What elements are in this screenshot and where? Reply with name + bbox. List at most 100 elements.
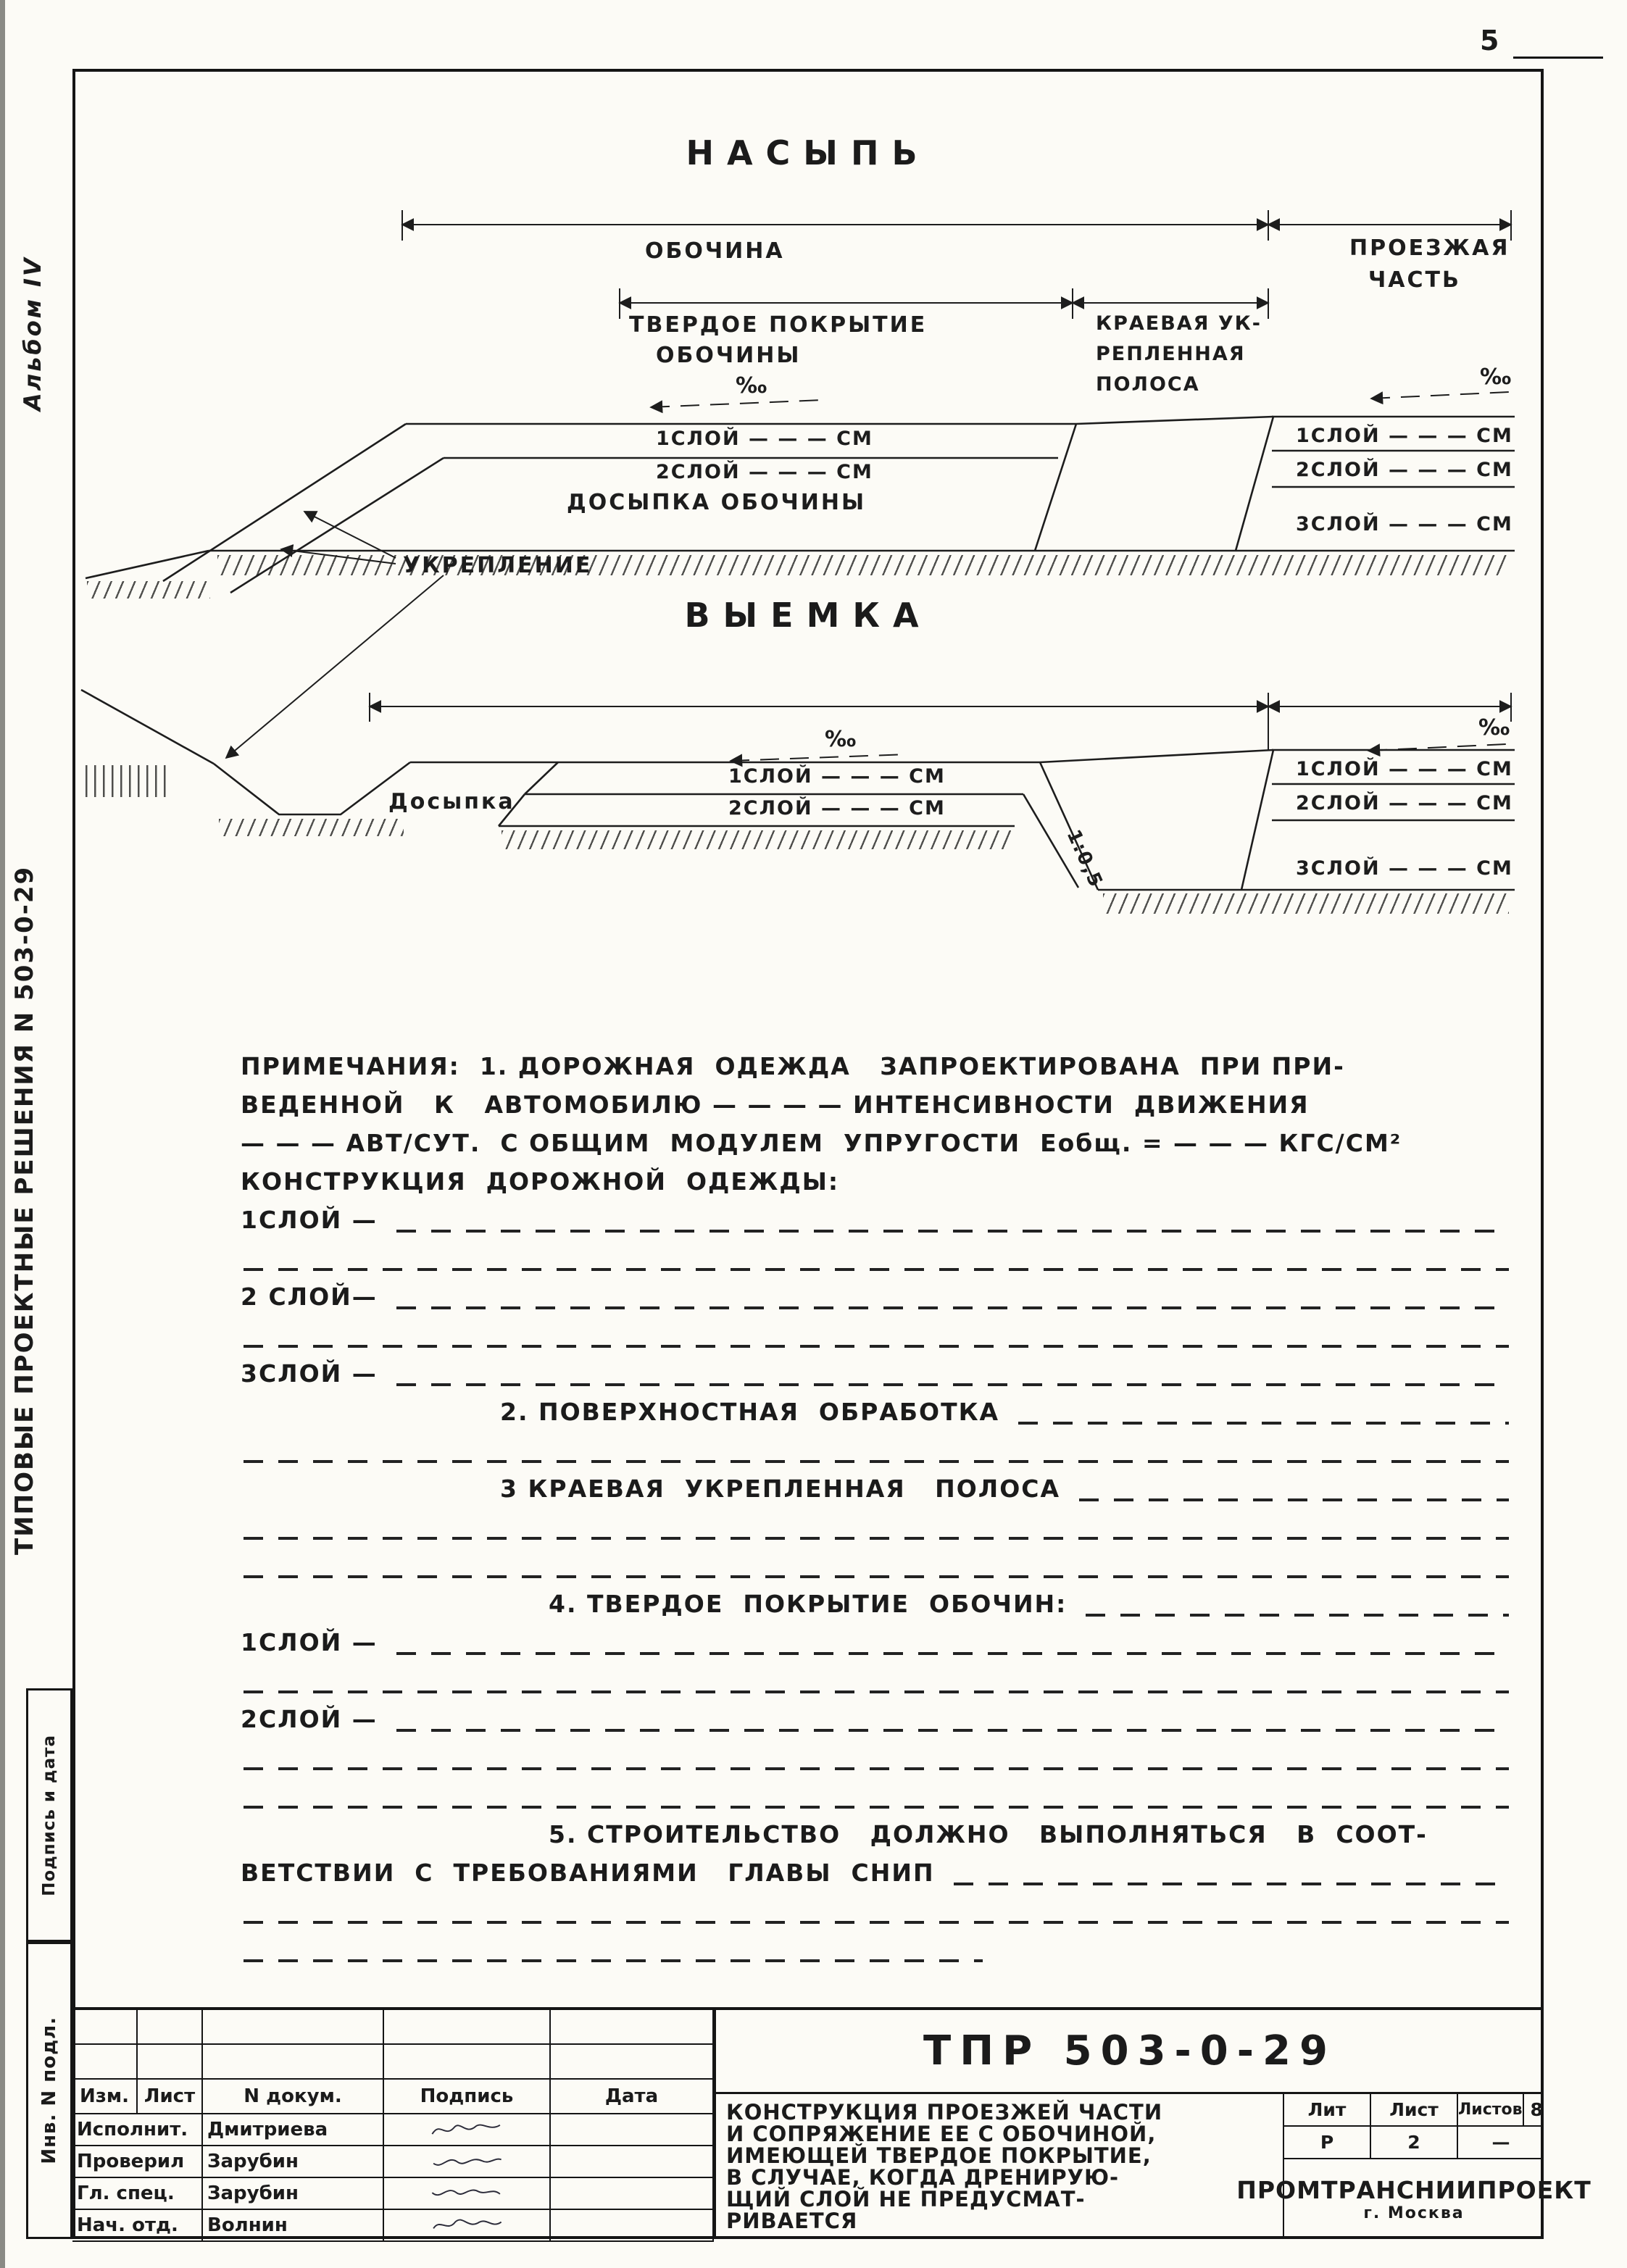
lit-list-table: Лит Лист Листов 8 Р 2 — <box>1283 2094 1544 2159</box>
row-date <box>551 2146 714 2178</box>
signature-date-box: Подпись и дата <box>26 1688 72 1942</box>
d1-edge-strip-label-3: ПОЛОСА <box>1096 373 1200 396</box>
empty-cell <box>203 2045 384 2080</box>
note-line: ПРИМЕЧАНИЯ: 1. ДОРОЖНАЯ ОДЕЖДА ЗАПРОЕКТИ… <box>241 1052 1345 1080</box>
document-code: ТПР 503-0-29 <box>714 2007 1544 2094</box>
note-line: — — — АВТ/СУТ. С ОБЩИМ МОДУЛЕМ УПРУГОСТИ… <box>241 1129 1402 1157</box>
d2-section-lines <box>80 688 1515 891</box>
description-line: И СОПРЯЖЕНИЕ ЕЕ С ОБОЧИНОЙ, <box>726 2122 1157 2146</box>
d2-shoulder-layer2-label: 2СЛОЙ — — — СМ <box>728 796 946 820</box>
blank-line <box>244 1345 1509 1348</box>
d2-dosypka-label: Досыпка <box>388 789 515 814</box>
row-signature <box>384 2146 551 2178</box>
description-line: РИВАЕТСЯ <box>726 2209 858 2233</box>
blank-line <box>396 1652 1509 1655</box>
blank-line <box>244 1921 1509 1924</box>
blank-line <box>953 1883 1509 1885</box>
blank-line <box>396 1729 1509 1732</box>
ground-hatch-d2-center <box>502 830 1012 849</box>
d2-slope-dash-right <box>1367 743 1507 757</box>
note-line: ВЕТСТВИИ С ТРЕБОВАНИЯМИ ГЛАВЫ СНИП <box>241 1859 1515 1897</box>
blank-line <box>244 1575 1509 1578</box>
note-line: 2 СЛОЙ— <box>241 1283 1515 1321</box>
ground-hatch-d1-left <box>87 581 210 599</box>
header-list: Лист <box>138 2080 203 2114</box>
page-number-underline <box>1513 57 1603 59</box>
empty-cell <box>72 2045 138 2080</box>
blank-line <box>396 1230 1509 1233</box>
empty-cell <box>384 2045 551 2080</box>
empty-cell <box>203 2010 384 2045</box>
note-line: 2. ПОВЕРХНОСТНАЯ ОБРАБОТКА <box>241 1398 1515 1436</box>
ground-hatch-d2-right <box>1103 893 1509 914</box>
d2-slope-dash-center <box>729 754 908 767</box>
page-number: 5 <box>1480 25 1499 57</box>
d1-permille-right: ‰ <box>1480 364 1511 390</box>
row-signature <box>384 2210 551 2242</box>
description-line: ЩИЙ СЛОЙ НЕ ПРЕДУСМАТ- <box>726 2187 1086 2211</box>
d1-section-lines <box>85 415 1515 594</box>
note-line <box>241 1513 1515 1551</box>
note-line: 1СЛОЙ — <box>241 1206 1515 1244</box>
note-line: 3 КРАЕВАЯ УКРЕПЛЕННАЯ ПОЛОСА <box>241 1475 1515 1513</box>
d1-dosypka-label: ДОСЫПКА ОБОЧИНЫ <box>567 490 866 515</box>
signature-scribble <box>431 2124 501 2135</box>
d2-slope-ratio-label: 1:0,5 <box>1062 827 1107 891</box>
note-line <box>241 1897 1515 1935</box>
ground-hatch-d2-ditch <box>219 819 404 836</box>
blank-line <box>396 1383 1509 1386</box>
blank-line <box>396 1306 1509 1309</box>
blank-line <box>1086 1614 1509 1617</box>
d1-hard-cover-label-1: ТВЕРДОЕ ПОКРЫТИЕ <box>629 312 927 338</box>
d1-roadway-label-2: ЧАСТЬ <box>1368 267 1461 293</box>
d1-hard-cover-label-2: ОБОЧИНЫ <box>656 343 801 368</box>
organization-name: ПРОМТРАНСНИИПРОЕКТ <box>1236 2176 1591 2204</box>
d1-roadway-label-1: ПРОЕЗЖАЯ <box>1349 235 1510 261</box>
note-line <box>241 1935 1515 1974</box>
blank-line <box>244 1767 1509 1770</box>
empty-cell <box>384 2010 551 2045</box>
cutting-title: ВЫЕМКА <box>684 596 932 635</box>
note-line <box>241 1743 1515 1782</box>
blank-line <box>244 1537 1509 1540</box>
note-line <box>241 1436 1515 1475</box>
row-role: Исполнит. <box>72 2114 203 2146</box>
note-line <box>241 1551 1515 1590</box>
inventory-label: Инв. N подл. <box>38 2017 60 2164</box>
d1-roadway-layer3-label: 3СЛОЙ — — — СМ <box>1296 512 1513 535</box>
row-role: Проверил <box>72 2146 203 2178</box>
d2-dimension-lines <box>368 693 1512 750</box>
ukreplenie-leaders <box>225 511 444 759</box>
note-line <box>241 1667 1515 1705</box>
signature-scribble <box>431 2189 501 2196</box>
row-role: Нач. отд. <box>72 2210 203 2242</box>
blank-line <box>244 1460 1509 1463</box>
list-value: 2 <box>1370 2127 1457 2159</box>
d2-shoulder-layer1-label: 1СЛОЙ — — — СМ <box>728 764 946 788</box>
d2-permille-center: ‰ <box>825 727 856 752</box>
d1-shoulder-layer1-label: 1СЛОЙ — — — СМ <box>656 427 873 450</box>
signature-date-label: Подпись и дата <box>40 1734 59 1896</box>
scan-spine <box>0 0 5 2268</box>
d1-roadway-layer2-label: 2СЛОЙ — — — СМ <box>1296 458 1513 481</box>
note-line: 1СЛОЙ — <box>241 1628 1515 1667</box>
d1-slope-dash-left <box>649 399 823 414</box>
listov-label: Листов <box>1458 2101 1523 2119</box>
row-date <box>551 2210 714 2242</box>
description-line: В СЛУЧАЕ, КОГДА ДРЕНИРУЮ- <box>726 2165 1120 2190</box>
sheets-total: 8 <box>1522 2094 1549 2125</box>
d1-roadway-layer1-label: 1СЛОЙ — — — СМ <box>1296 424 1513 447</box>
row-name: Зарубин <box>203 2178 384 2210</box>
header-data: Дата <box>551 2080 714 2114</box>
ground-hatch-d1 <box>217 555 1507 575</box>
blank-line <box>1018 1422 1509 1425</box>
organization-block: ПРОМТРАНСНИИПРОЕКТ г. Москва <box>1236 2159 1591 2239</box>
d1-edge-strip-label-1: КРАЕВАЯ УК- <box>1096 312 1262 335</box>
note-line <box>241 1321 1515 1359</box>
signature-scribble <box>433 2219 502 2230</box>
note-line: 5. СТРОИТЕЛЬСТВО ДОЛЖНО ВЫПОЛНЯТЬСЯ В СО… <box>549 1820 1428 1848</box>
description-line: ИМЕЮЩЕЙ ТВЕРДОЕ ПОКРЫТИЕ, <box>726 2143 1152 2168</box>
row-role: Гл. спец. <box>72 2178 203 2210</box>
sheet-frame <box>72 69 1544 2239</box>
row-signature <box>384 2178 551 2210</box>
